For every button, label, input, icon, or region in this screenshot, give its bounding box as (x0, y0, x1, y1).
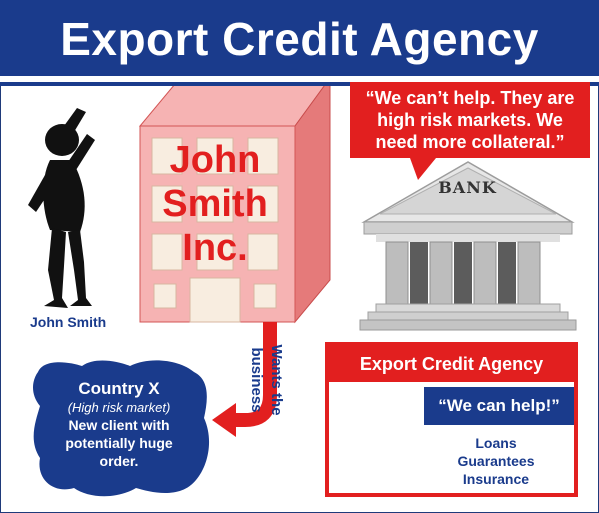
title-underline (0, 76, 599, 82)
country-title: Country X (78, 379, 160, 398)
bank-building (359, 161, 577, 331)
arrow-label-line: Wants the (268, 344, 285, 416)
country-desc-line: New client with (68, 417, 170, 433)
company-name-line: John (169, 139, 261, 181)
arrow-label: Wants the business (242, 325, 286, 435)
country-subtitle: (High risk market) (67, 400, 171, 415)
eca-speech-bubble: “We can help!” (424, 387, 574, 425)
country-cloud-shape (33, 360, 210, 497)
business-arrow (212, 322, 277, 437)
thinking-person-figure (28, 108, 95, 308)
company-name-line: Smith (162, 183, 268, 225)
bank-quote-line: need more collateral.” (375, 132, 565, 152)
country-callout: Country X (High risk market) New client … (40, 378, 198, 470)
eca-service-item: Guarantees (457, 453, 535, 469)
bank-speech-bubble: “We can’t help. They are high risk marke… (350, 82, 590, 158)
company-name-line: Inc. (182, 227, 248, 269)
eca-header: Export Credit Agency (329, 346, 574, 382)
company-name: John Smith Inc. (145, 138, 285, 270)
country-desc-line: order. (99, 453, 139, 469)
bank-bubble-tail (410, 158, 436, 180)
bank-quote-line: high risk markets. We (377, 110, 563, 130)
arrow-label-line: business (248, 347, 265, 413)
title-banner: Export Credit Agency (0, 0, 599, 86)
eca-services-list: Loans Guarantees Insurance (441, 434, 551, 488)
eca-panel: Export Credit Agency “We can help!” Loan… (325, 342, 578, 497)
bank-sign: BANK (438, 178, 497, 197)
person-name-label: John Smith (30, 314, 107, 330)
company-building (138, 76, 331, 324)
page-title: Export Credit Agency (60, 13, 539, 65)
eca-service-item: Loans (475, 435, 517, 451)
country-desc-line: potentially huge (65, 435, 173, 451)
bank-quote-line: “We can’t help. They are (365, 88, 575, 108)
eca-service-item: Insurance (462, 471, 530, 487)
